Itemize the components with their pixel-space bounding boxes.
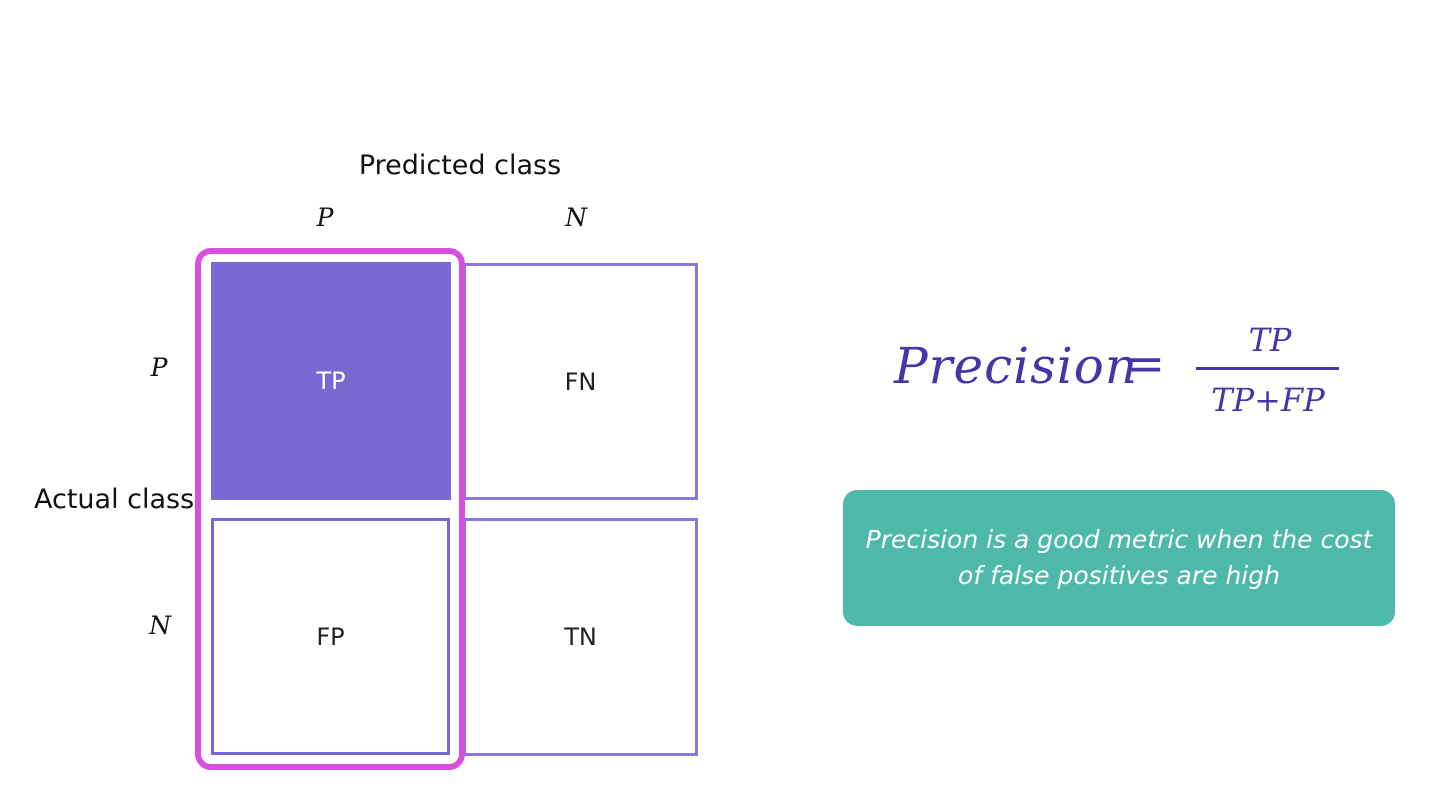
precision-note-box: Precision is a good metric when the cost… [843,490,1395,626]
precision-note-text: Precision is a good metric when the cost… [865,525,1373,590]
actual-class-label: Actual class [34,484,195,515]
formula-denominator: TP+FP [1211,381,1325,419]
formula-numerator: TP [1248,321,1292,359]
true-positive-cell: TP [211,262,451,500]
true-positive-label: TP [316,367,346,395]
fraction-bar [1196,367,1339,370]
true-negative-cell: TN [463,518,698,756]
row-header-p: P [150,353,168,382]
false-negative-cell: FN [463,263,698,500]
false-negative-label: FN [564,367,597,396]
precision-formula: Precision = TP TP+FP [890,320,1350,430]
formula-equals-sign: = [1125,336,1166,392]
column-header-n: N [565,203,587,232]
false-positive-label: FP [316,622,345,651]
row-header-n: N [149,611,171,640]
column-header-p: P [316,203,334,232]
false-positive-cell: FP [211,518,450,755]
formula-lhs: Precision [894,337,1139,395]
predicted-class-label: Predicted class [358,150,562,181]
true-negative-label: TN [564,623,597,651]
